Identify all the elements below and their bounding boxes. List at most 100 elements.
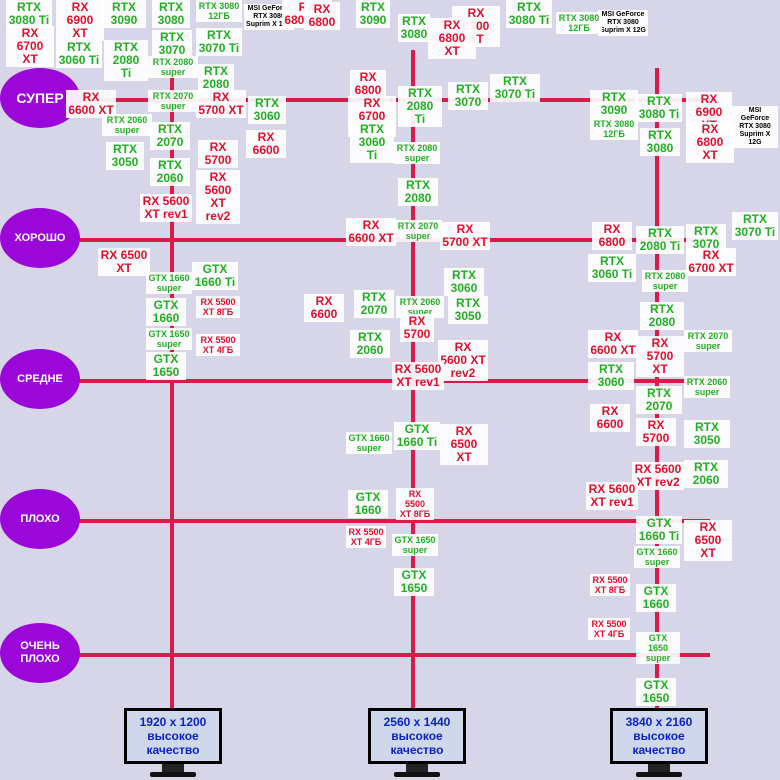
gpu-card: GTX 1660 [636, 584, 676, 612]
gpu-card: RTX 3070 [448, 82, 488, 110]
gpu-card: RX 5700 [400, 314, 434, 342]
gpu-card: GTX 1660 Ti [394, 422, 440, 450]
gpu-card: GTX 1650 [394, 568, 434, 596]
gpu-card: RTX 2060 super [102, 114, 152, 136]
gpu-card: RX 6500 XT [98, 248, 150, 276]
gpu-card: GTX 1650 [146, 352, 186, 380]
gpu-card: RX 5500 XT 4ГБ [196, 334, 240, 356]
gpu-card: RTX 3060 Ti [56, 40, 102, 68]
gpu-card: RTX 3090 [102, 0, 146, 28]
gpu-card: RX 5600 XT rev2 [196, 170, 240, 224]
gpu-card: GTX 1660 Ti [192, 262, 238, 290]
gpu-card: RX 5700 [636, 418, 676, 446]
monitor-quality: высокое качество [632, 729, 686, 757]
gpu-card: GTX 1660 super [346, 432, 392, 454]
gpu-card: RX 5600 XT rev1 [586, 482, 638, 510]
monitor-2560: 2560 x 1440 высокое качество [368, 708, 466, 778]
gpu-card: RX 5700 XT [440, 222, 490, 250]
gpu-card: RTX 2070 [354, 290, 394, 318]
gpu-card: RTX 2060 [350, 330, 390, 358]
gpu-card: RTX 3080 [152, 0, 190, 28]
gpu-card: RTX 2060 super [396, 296, 444, 318]
gpu-card: RX 5700 XT [196, 90, 246, 118]
gpu-card: RX 6600 XT [346, 218, 396, 246]
gpu-card: RTX 3090 [590, 90, 638, 118]
gpu-card: GTX 1660 [146, 298, 186, 326]
gpu-card: RX 5600 XT rev1 [392, 362, 444, 390]
gpu-card: RTX 2080 [198, 64, 234, 92]
monitor-3840: 3840 x 2160 высокое качество [610, 708, 708, 778]
gpu-card: RX 5500 XT 4ГБ [346, 526, 386, 548]
gpu-card: RX 6800 XT [428, 18, 476, 59]
gpu-card: RTX 2080 [398, 178, 438, 206]
gpu-card: RX 6600 [590, 404, 630, 432]
gpu-card: RX 6500 XT [440, 424, 488, 465]
gpu-card: GTX 1650 super [146, 328, 192, 350]
monitor-resolution: 2560 x 1440 [383, 715, 451, 729]
gpu-card: RX 6700 XT [686, 248, 736, 276]
gpu-card: RX 5500 XT 8ГБ [396, 488, 434, 520]
gpu-card: RX 5700 XT [636, 336, 684, 377]
gpu-card: RTX 3080 12ГБ [556, 12, 602, 34]
gpu-card: RTX 3080 [398, 14, 430, 42]
gpu-card: RTX 2070 [150, 122, 190, 150]
monitor-resolution: 1920 x 1200 [139, 715, 207, 729]
gpu-card: RTX 2070 super [394, 220, 442, 242]
gpu-card: RTX 3050 [106, 142, 144, 170]
gpu-card: RTX 3060 Ti [350, 122, 394, 163]
gpu-card: RTX 3060 [444, 268, 484, 296]
gpu-card: RX 6600 XT [588, 330, 638, 358]
gpu-card: GTX 1650 super [636, 632, 680, 664]
gpu-card: GTX 1660 Ti [636, 516, 682, 544]
gpu-card: GTX 1650 [636, 678, 676, 706]
gpu-card: RTX 3070 Ti [490, 74, 540, 102]
level-medium: СРЕДНЕ [0, 349, 80, 409]
level-line-medium [40, 379, 710, 383]
gpu-card: RTX 3060 Ti [588, 254, 636, 282]
gpu-card: RTX 3060 [588, 362, 634, 390]
level-very-bad: ОЧЕНЬ ПЛОХО [0, 623, 80, 683]
monitor-quality: высокое качество [390, 729, 444, 757]
gpu-card: RTX 2070 [636, 386, 682, 414]
gpu-card: RX 6700 XT [6, 26, 54, 67]
gpu-card: RX 6800 [592, 222, 632, 250]
gpu-card: RTX 2080 super [148, 56, 198, 78]
gpu-card: RTX 3080 Ti [636, 94, 682, 122]
gpu-card: MSI GeForce RTX 3080 Suprim X 12G [732, 106, 778, 148]
gpu-card: RX 5500 XT 8ГБ [590, 574, 630, 596]
gpu-card: RTX 3070 [686, 224, 726, 252]
gpu-card: RX 5600 XT rev1 [140, 194, 192, 222]
gpu-card: RTX 2080 Ti [104, 40, 148, 81]
gpu-card: RX 5500 XT 8ГБ [196, 296, 240, 318]
gpu-card: RX 6600 [246, 130, 286, 158]
gpu-card: RTX 2080 [640, 302, 684, 330]
gpu-card: RX 6600 [304, 294, 344, 322]
gpu-card: GTX 1660 [348, 490, 388, 518]
gpu-card: RX 6800 XT [686, 122, 734, 163]
gpu-card: RTX 3050 [448, 296, 488, 324]
level-line-bad [40, 519, 710, 523]
gpu-card: MSI GeForce RTX 3080 Suprim X 12G [598, 10, 648, 36]
gpu-card: RTX 2080 Ti [636, 226, 684, 254]
gpu-card: RTX 3080 Ti [506, 0, 552, 28]
gpu-card: RTX 3090 [356, 0, 390, 28]
gpu-card: RTX 2060 [684, 460, 728, 488]
gpu-card: RTX 3050 [684, 420, 730, 448]
gpu-card: GTX 1650 super [392, 534, 438, 556]
gpu-card: RTX 2070 super [148, 90, 198, 112]
gpu-card: RTX 2060 super [684, 376, 730, 398]
gpu-card: RX 5600 XT rev2 [632, 462, 684, 490]
gpu-card: RTX 3080 12ГБ [196, 0, 242, 22]
gpu-card: RX 6800 [350, 70, 386, 98]
gpu-card: RTX 2080 Ti [398, 86, 442, 127]
monitor-1920: 1920 x 1200 высокое качество [124, 708, 222, 778]
level-line-very-bad [40, 653, 710, 657]
gpu-card: RTX 2070 super [684, 330, 732, 352]
gpu-card: RTX 3080 Ti [6, 0, 52, 28]
gpu-card: RX 6800 [304, 2, 340, 30]
level-bad: ПЛОХО [0, 489, 80, 549]
gpu-card: RX 5600 XT rev2 [438, 340, 488, 381]
gpu-card: RTX 3060 [248, 96, 286, 124]
gpu-card: RTX 3080 12ГБ [590, 118, 638, 140]
gpu-card: RTX 3070 Ti [732, 212, 778, 240]
